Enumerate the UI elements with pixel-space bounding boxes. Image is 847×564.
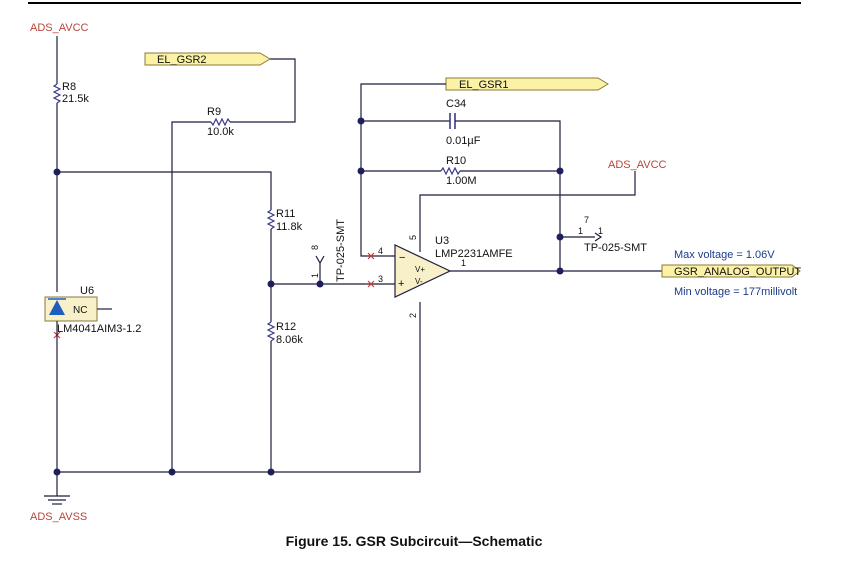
r8-resistor xyxy=(52,83,62,104)
u3-pin-vminus: 2 xyxy=(408,313,418,318)
u3-plus-sign: + xyxy=(398,278,404,290)
r12-resistor xyxy=(266,321,276,342)
u3-vplus-label: V+ xyxy=(415,265,425,274)
u3-value: LMP2231AMFE xyxy=(435,248,513,260)
el-gsr1-text: EL_GSR1 xyxy=(459,79,509,91)
u3-pin-out: 1 xyxy=(461,258,466,268)
tp-left-icon xyxy=(315,255,325,265)
el-gsr2-text: EL_GSR2 xyxy=(157,54,207,66)
r9-resistor xyxy=(210,117,231,127)
c34-value: 0.01µF xyxy=(446,135,481,147)
tp-right-pin-top: 7 xyxy=(584,215,589,225)
el-gsr1-net-label xyxy=(445,77,609,91)
avcc-right-label: ADS_AVCC xyxy=(608,159,667,171)
r10-ref: R10 xyxy=(446,155,466,167)
r10-value: 1.00M xyxy=(446,175,477,187)
max-voltage-note: Max voltage = 1.06V xyxy=(674,249,775,261)
avcc-top-label: ADS_AVCC xyxy=(30,22,89,34)
tp-right-pin: 1 xyxy=(578,226,583,236)
u3-vminus-label: V- xyxy=(415,277,423,286)
u3-ref: U3 xyxy=(435,235,449,247)
r11-resistor xyxy=(266,209,276,230)
c34-ref: C34 xyxy=(446,98,466,110)
junction xyxy=(556,267,564,275)
u6-nc-label: NC xyxy=(73,305,87,316)
r12-value: 8.06k xyxy=(276,334,303,346)
u3-pin-inv: 4 xyxy=(378,246,383,256)
u3-minus-sign: − xyxy=(399,252,405,264)
gsr-output-net-label xyxy=(661,264,801,278)
tp-right-icon xyxy=(594,232,603,242)
wire xyxy=(230,58,296,123)
wire xyxy=(57,171,272,210)
r11-ref: R11 xyxy=(276,208,295,220)
u3-noninv-marker xyxy=(367,280,375,288)
wire xyxy=(360,83,446,257)
wire xyxy=(419,171,636,252)
figure-caption: Figure 15. GSR Subcircuit—Schematic xyxy=(286,533,543,549)
u3-inv-marker xyxy=(367,252,375,260)
min-voltage-note: Min voltage = 177millivolt xyxy=(674,286,797,298)
u3-pin-vplus: 5 xyxy=(408,235,418,240)
r10-resistor xyxy=(440,166,461,176)
r12-ref: R12 xyxy=(276,321,296,333)
tp-left-pin: 1 xyxy=(310,273,320,278)
gsr-output-text: GSR_ANALOG_OUTPUT xyxy=(674,266,801,278)
el-gsr2-net-label xyxy=(144,52,271,66)
wire xyxy=(455,120,561,269)
junction xyxy=(556,167,564,175)
r9-value: 10.0k xyxy=(207,126,234,138)
r11-value: 11.8k xyxy=(276,221,303,233)
u6-value: LM4041AIM3-1.2 xyxy=(57,323,141,335)
tp-right-part: TP-025-SMT xyxy=(584,242,647,254)
u6-diode-icon xyxy=(49,300,65,315)
tp-left-part: TP-025-SMT xyxy=(335,219,347,282)
wire xyxy=(171,121,211,472)
bottom-rail xyxy=(57,302,421,473)
u6-ref: U6 xyxy=(80,285,94,297)
r9-ref: R9 xyxy=(207,106,221,118)
u3-pin-noninv: 3 xyxy=(378,274,383,284)
u3-opamp xyxy=(394,244,452,298)
tp-left-pin-top: 8 xyxy=(310,245,320,250)
avss-label: ADS_AVSS xyxy=(30,511,87,523)
tp-right-pin-right: 1 xyxy=(598,226,603,236)
r8-ref: R8 xyxy=(62,81,76,93)
r8-value: 21.5k xyxy=(62,93,89,105)
